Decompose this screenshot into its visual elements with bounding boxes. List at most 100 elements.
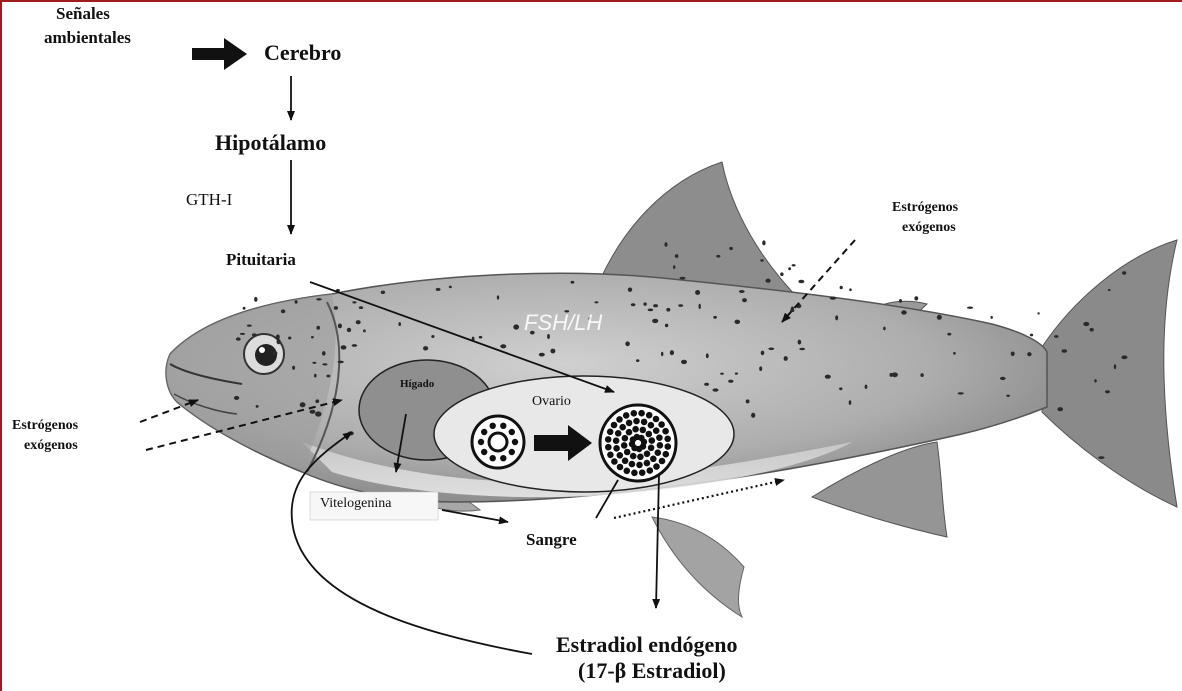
fish-spot — [849, 400, 852, 405]
senales-label-line1: Señales — [56, 4, 110, 24]
oocyte-dot — [509, 429, 515, 435]
fish-spot — [436, 288, 441, 291]
yolk-granule — [649, 437, 656, 444]
fish-spot — [661, 352, 663, 356]
fish-spot — [338, 324, 342, 329]
fish-spot — [967, 307, 973, 309]
fish-spot — [359, 306, 363, 309]
yolk-granule — [656, 434, 663, 441]
fish-spot — [315, 399, 319, 403]
sangre-label: Sangre — [526, 530, 577, 550]
fish-spot — [1006, 395, 1010, 397]
yolk-granule — [626, 420, 633, 427]
fish-spot — [735, 320, 741, 324]
fish-spot — [314, 374, 317, 378]
fish-spot — [798, 340, 802, 345]
fish-spot — [899, 299, 902, 303]
yolk-granule — [647, 467, 654, 474]
yolk-granule — [622, 435, 629, 442]
yolk-granule — [630, 453, 637, 460]
yolk-granule — [636, 462, 643, 469]
oocyte-dot — [512, 439, 518, 445]
fish-spot — [292, 366, 295, 370]
fish-spot — [240, 333, 245, 335]
fish-spot — [865, 385, 868, 389]
yolk-granule — [658, 421, 665, 428]
oocyte-mature-icon — [600, 405, 676, 481]
ovario-label: Ovario — [532, 394, 571, 410]
fish-spot — [550, 349, 555, 354]
fish-spot — [449, 286, 452, 289]
fish-spot — [276, 334, 280, 339]
fish-spot — [256, 405, 259, 408]
fish-spot — [1062, 349, 1068, 352]
fish-spot — [1037, 312, 1039, 314]
vitellogenin-to-blood-arrow — [442, 510, 508, 522]
fish-spot — [958, 392, 964, 394]
fish-spot — [653, 304, 658, 307]
fish-spot — [706, 353, 709, 358]
fish-spot — [678, 304, 683, 307]
fish-spot — [1122, 271, 1126, 274]
fish-spot — [1108, 289, 1111, 291]
fish-spot — [322, 351, 326, 356]
yolk-granule — [613, 437, 620, 444]
yolk-granule — [646, 431, 653, 438]
fish-spot — [356, 320, 361, 324]
yolk-granule — [639, 469, 646, 476]
fish-spot — [334, 306, 338, 310]
fish-spot — [991, 316, 993, 319]
fish-spot — [1083, 322, 1089, 326]
fish-spot — [272, 351, 277, 355]
fish-spot — [762, 240, 765, 245]
fish-head — [166, 294, 336, 470]
yolk-granule — [664, 436, 671, 443]
fish-spot — [788, 267, 791, 270]
yolk-granule — [644, 460, 651, 467]
yolk-granule — [613, 445, 620, 452]
fish-spot — [341, 345, 347, 349]
fish-spot — [1030, 334, 1033, 337]
fish-spot — [479, 336, 483, 339]
gth-label: GTH-I — [186, 190, 232, 210]
fish-spot — [704, 383, 709, 386]
fish-spot — [243, 307, 246, 310]
fish-spot — [675, 254, 679, 258]
oocyte-dot — [490, 423, 496, 429]
vitelogenina-label: Vitelogenina — [320, 496, 391, 512]
fish-spot — [699, 304, 701, 309]
fish-spot — [835, 315, 838, 320]
yolk-granule — [631, 410, 638, 417]
yolk-granule — [607, 452, 614, 459]
fish-spot — [1000, 377, 1006, 380]
fish-spot — [315, 411, 321, 416]
yolk-granule — [665, 443, 672, 450]
fish-spot — [937, 315, 942, 320]
fish-spot — [352, 344, 358, 347]
fish-spot — [300, 402, 306, 407]
estradiol-label-line2: (17-β Estradiol) — [578, 658, 726, 684]
fish-spot — [760, 259, 763, 262]
yolk-granule — [611, 422, 618, 429]
pituitaria-label: Pituitaria — [226, 250, 296, 270]
fish-spot — [901, 310, 907, 314]
fish-spot — [497, 295, 499, 299]
yolk-granule — [653, 416, 660, 423]
fish-spot — [768, 348, 774, 351]
fish-spot — [953, 352, 956, 355]
fish-spot — [751, 413, 755, 418]
yolk-granule — [648, 445, 655, 452]
yolk-granule — [633, 418, 640, 425]
fish-spot — [352, 301, 356, 303]
yolk-granule — [623, 412, 630, 419]
oocyte-dot — [490, 455, 496, 461]
fish-spot — [825, 375, 831, 379]
yolk-granule — [644, 451, 651, 458]
fish-spot — [513, 324, 519, 329]
yolk-granule — [624, 449, 631, 456]
yolk-granule — [659, 458, 666, 465]
yolk-granule — [615, 430, 622, 437]
yolk-granule — [641, 419, 648, 426]
